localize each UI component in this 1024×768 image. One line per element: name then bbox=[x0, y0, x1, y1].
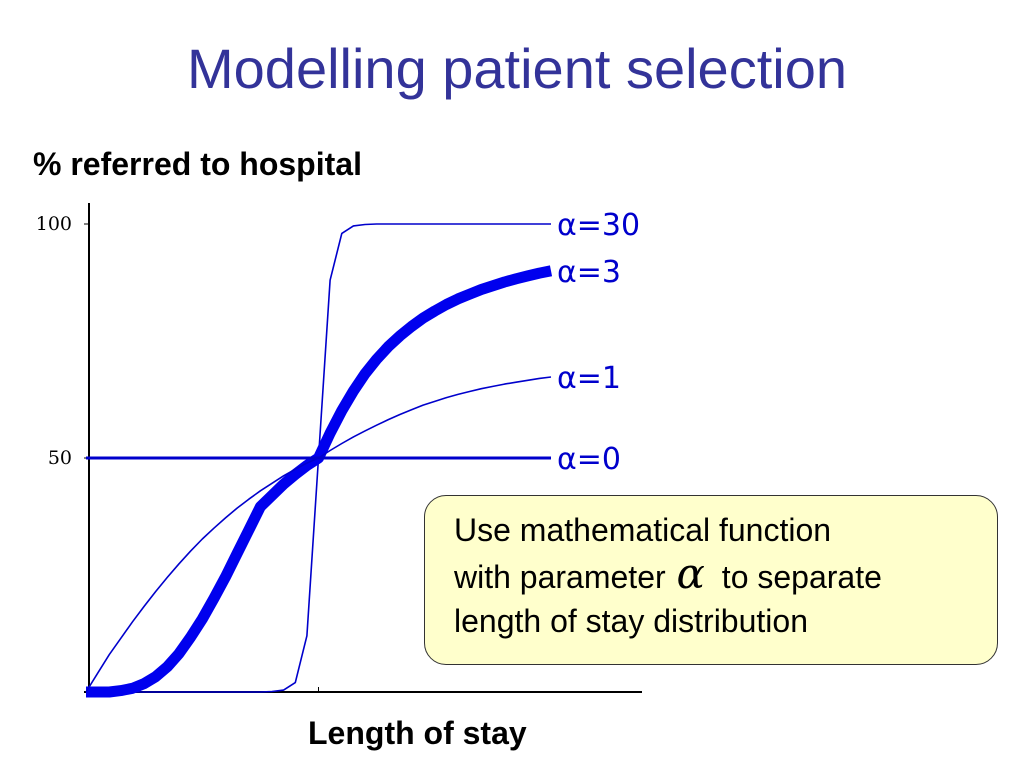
callout-line-3: length of stay distribution bbox=[454, 603, 808, 639]
callout-line-2-before: with parameter bbox=[454, 559, 666, 595]
series-label-2: α=1 bbox=[557, 361, 621, 396]
annotation-callout: Use mathematical function with parameter… bbox=[424, 495, 998, 665]
callout-line-2-after: to separate bbox=[721, 559, 882, 595]
series-label-0: α=30 bbox=[557, 208, 640, 243]
series-label-1: α=3 bbox=[557, 255, 621, 290]
alpha-symbol: α bbox=[676, 549, 705, 598]
series-labels: α=30 α=3 α=1 α=0 bbox=[557, 208, 640, 477]
series-label-3: α=0 bbox=[557, 442, 621, 477]
x-axis-label: Length of stay bbox=[308, 715, 527, 751]
plot-area: 100 50 α=30 α=3 α=1 α=0 bbox=[36, 203, 642, 698]
slide-title: Modelling patient selection bbox=[187, 37, 847, 100]
y-tick-label: 50 bbox=[48, 447, 72, 469]
y-tick-label: 100 bbox=[36, 213, 72, 235]
callout-line-1: Use mathematical function bbox=[454, 512, 832, 548]
y-ticks: 100 50 bbox=[36, 213, 89, 469]
series-lines bbox=[85, 223, 553, 698]
y-axis-label: % referred to hospital bbox=[33, 146, 362, 182]
callout-line-2: with parameter α to separate bbox=[454, 552, 997, 599]
